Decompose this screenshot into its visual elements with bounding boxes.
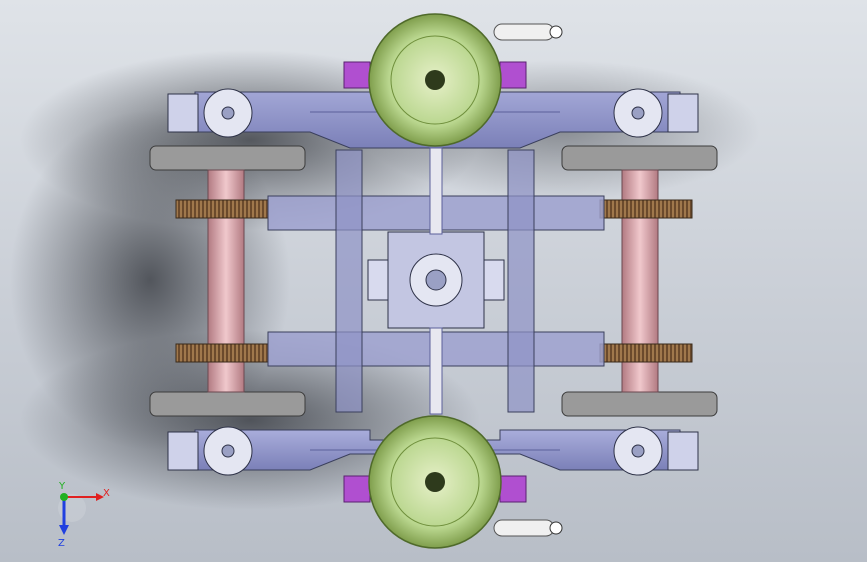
axle-box-bottom-left[interactable] xyxy=(167,426,253,476)
triad-y-label: Y xyxy=(58,481,66,492)
gear-top-right[interactable] xyxy=(599,199,693,219)
wheel-top-right[interactable] xyxy=(561,145,718,171)
axle-box-bottom-right[interactable] xyxy=(613,426,699,476)
wheelset-left[interactable] xyxy=(149,145,306,417)
triad-z-arrow-icon xyxy=(59,525,69,535)
air-spring-bottom[interactable] xyxy=(368,415,502,549)
triad-y-axis-icon xyxy=(60,493,68,501)
wheel-bottom-left[interactable] xyxy=(149,391,306,417)
axle-box-top-right[interactable] xyxy=(613,88,699,138)
gear-bottom-left[interactable] xyxy=(175,343,269,363)
center-pivot[interactable] xyxy=(367,231,505,329)
wheelset-right[interactable] xyxy=(561,145,718,417)
triad-x-label: X xyxy=(103,488,110,499)
traction-rod xyxy=(429,147,443,415)
air-spring-top[interactable] xyxy=(368,13,502,147)
wheel-top-left[interactable] xyxy=(149,145,306,171)
triad-x-arrow-icon xyxy=(96,493,104,501)
gear-top-left[interactable] xyxy=(175,199,269,219)
triad-z-label: Z xyxy=(58,538,65,549)
gear-bottom-right[interactable] xyxy=(599,343,693,363)
orientation-triad: X Y Z xyxy=(58,481,110,549)
damper-top[interactable] xyxy=(493,23,563,41)
wheel-bottom-right[interactable] xyxy=(561,391,718,417)
damper-bottom[interactable] xyxy=(493,519,563,537)
axle-box-top-left[interactable] xyxy=(167,88,253,138)
longitudinal-beam-right xyxy=(507,149,535,413)
longitudinal-beam-left xyxy=(335,149,363,413)
